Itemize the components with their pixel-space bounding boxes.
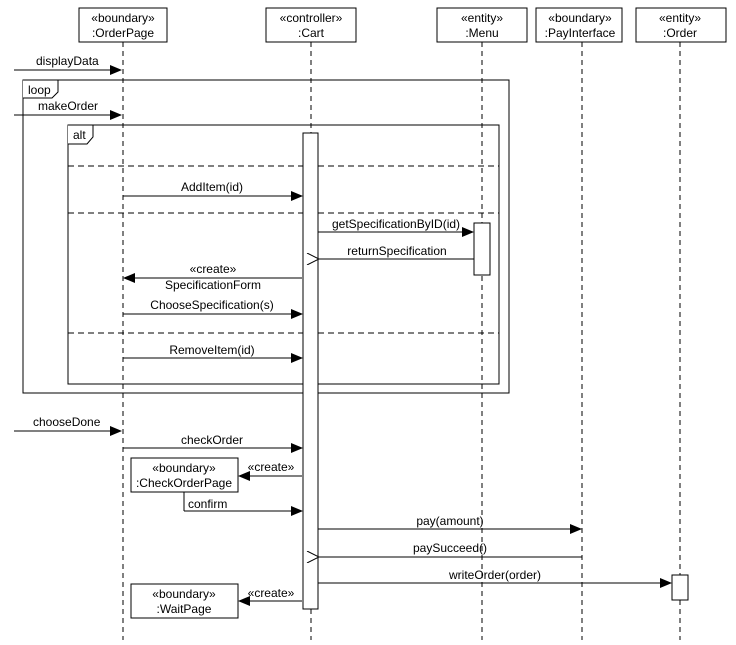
lifeline-name: :Menu <box>465 26 498 40</box>
svg-text:confirm: confirm <box>188 497 227 511</box>
lifeline-stereotype: «controller» <box>280 11 343 25</box>
svg-text::CheckOrderPage: :CheckOrderPage <box>136 476 232 490</box>
svg-text:ChooseSpecification(s): ChooseSpecification(s) <box>150 298 273 312</box>
svg-text:«create»: «create» <box>248 460 295 474</box>
svg-text:paySucceed(): paySucceed() <box>413 541 487 555</box>
lifeline-orderpage: «boundary» :OrderPage <box>78 7 168 640</box>
lifeline-name: :Cart <box>298 26 325 40</box>
svg-text:displayData: displayData <box>36 54 99 68</box>
lifeline-menu: «entity» :Menu <box>436 7 528 640</box>
lifeline-payinterface: «boundary» :PayInterface <box>535 7 623 640</box>
lifeline-stereotype: «boundary» <box>91 11 155 25</box>
object-waitpage: «boundary» :WaitPage <box>130 583 239 619</box>
svg-text:«boundary»: «boundary» <box>152 461 216 475</box>
order-activation <box>671 574 689 601</box>
message-create-waitpage: «create» <box>238 586 302 606</box>
svg-text:getSpecificationByID(id): getSpecificationByID(id) <box>332 217 460 231</box>
message-choosespecification: ChooseSpecification(s) <box>123 298 303 319</box>
message-makeorder: makeOrder <box>14 99 122 120</box>
lifeline-stereotype: «entity» <box>461 11 503 25</box>
message-create-checkorderpage: «create» <box>238 460 302 481</box>
message-getspecification: getSpecificationByID(id) <box>318 217 474 237</box>
message-create-specificationform: «create» SpecificationForm <box>123 262 302 292</box>
svg-text:chooseDone: chooseDone <box>33 415 101 429</box>
lifeline-stereotype: «boundary» <box>548 11 612 25</box>
message-paysucceed: paySucceed() <box>319 541 582 557</box>
svg-text:makeOrder: makeOrder <box>38 99 98 113</box>
message-confirm: confirm <box>184 497 303 516</box>
menu-activation <box>473 222 491 276</box>
message-removeitem: RemoveItem(id) <box>123 343 303 363</box>
svg-text:RemoveItem(id): RemoveItem(id) <box>169 343 254 357</box>
svg-text:checkOrder: checkOrder <box>181 433 243 447</box>
svg-text:SpecificationForm: SpecificationForm <box>165 278 261 292</box>
alt-fragment: alt <box>67 124 500 385</box>
message-choosedone: chooseDone <box>14 415 122 436</box>
svg-text:AddItem(id): AddItem(id) <box>181 180 243 194</box>
message-checkorder: checkOrder <box>123 433 303 453</box>
svg-text:writeOrder(order): writeOrder(order) <box>448 568 541 582</box>
svg-text::WaitPage: :WaitPage <box>157 602 212 616</box>
loop-label: loop <box>28 83 51 97</box>
lifeline-name: :PayInterface <box>545 26 616 40</box>
message-returnspecification: returnSpecification <box>319 244 474 259</box>
lifeline-stereotype: «entity» <box>659 11 701 25</box>
message-displaydata: displayData <box>14 54 122 75</box>
svg-text:«boundary»: «boundary» <box>152 587 216 601</box>
object-checkorderpage: «boundary» :CheckOrderPage <box>130 457 239 511</box>
lifeline-name: :Order <box>663 26 697 40</box>
svg-text:pay(amount): pay(amount) <box>416 514 483 528</box>
lifeline-name: :OrderPage <box>92 26 154 40</box>
message-additem: AddItem(id) <box>123 180 303 201</box>
svg-text:returnSpecification: returnSpecification <box>347 244 446 258</box>
loop-fragment: loop <box>22 79 510 394</box>
alt-label: alt <box>73 128 86 142</box>
cart-activation <box>302 132 319 610</box>
message-pay: pay(amount) <box>318 514 582 534</box>
svg-text:«create»: «create» <box>190 262 237 276</box>
svg-text:«create»: «create» <box>248 586 295 600</box>
message-writeorder: writeOrder(order) <box>318 568 672 588</box>
lifeline-order: «entity» :Order <box>635 7 727 640</box>
